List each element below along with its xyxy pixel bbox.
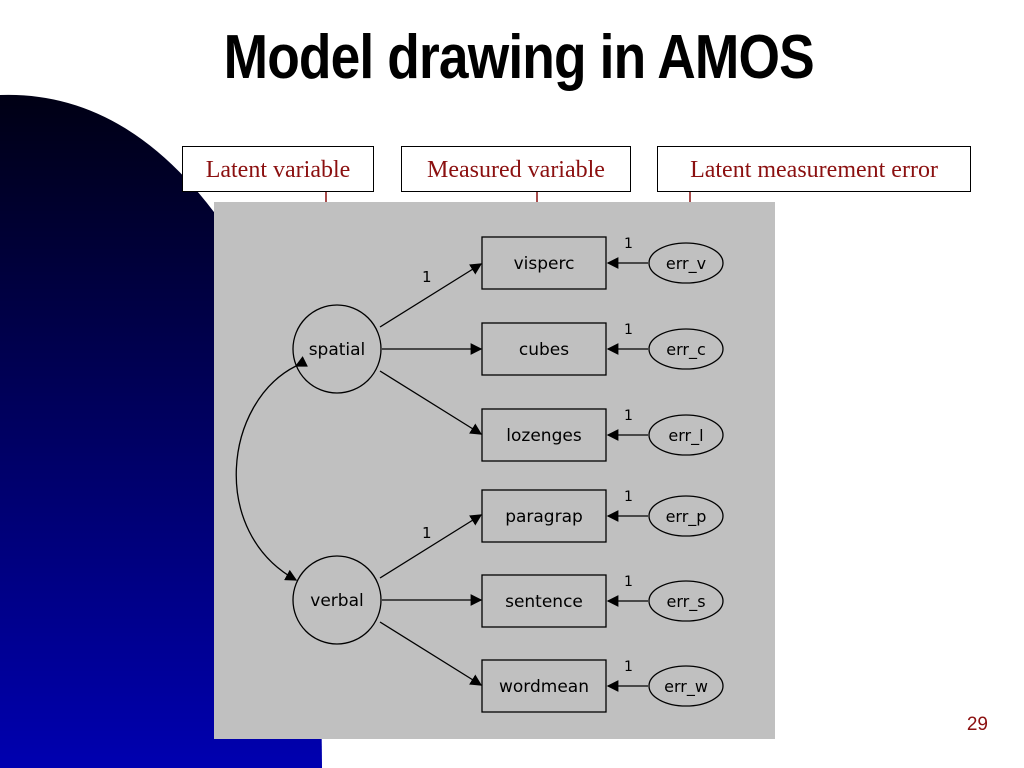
loading-label-verbal: 1: [422, 524, 432, 542]
amos-diagram-panel: spatial verbal 1 1 visperc cubes lozenge…: [214, 202, 775, 739]
indicator-sentence: sentence: [481, 574, 607, 628]
loading-label-spatial: 1: [422, 268, 432, 286]
loading-verbal-wordmean: [379, 621, 483, 686]
error-label-err-v: err_v: [666, 254, 706, 274]
error-err-v: err_v: [648, 242, 724, 284]
page-number: 29: [966, 714, 988, 735]
latent-error-callout: Latent measurement error: [657, 146, 971, 192]
error-label-err-p: err_p: [666, 507, 707, 527]
latent-factor-spatial: spatial: [292, 304, 382, 394]
indicator-cubes: cubes: [481, 322, 607, 376]
indicator-label-cubes: cubes: [519, 340, 569, 360]
slide-title: Model drawing in AMOS: [223, 23, 815, 92]
error-err-p: err_p: [648, 495, 724, 537]
indicator-paragrap: paragrap: [481, 489, 607, 543]
indicator-lozenges: lozenges: [481, 408, 607, 462]
loading-verbal-paragrap: [379, 514, 483, 579]
factor-label-verbal: verbal: [310, 591, 363, 611]
error-err-c: err_c: [648, 328, 724, 370]
latent-factor-verbal: verbal: [292, 555, 382, 645]
latent-variable-callout: Latent variable: [182, 146, 374, 192]
indicator-label-visperc: visperc: [514, 254, 575, 274]
indicator-label-lozenges: lozenges: [506, 426, 582, 446]
indicator-label-wordmean: wordmean: [499, 677, 589, 697]
error-weight-visperc: 1: [624, 236, 633, 252]
error-weight-lozenges: 1: [624, 408, 633, 424]
factor-label-spatial: spatial: [309, 340, 366, 360]
indicator-label-sentence: sentence: [505, 592, 583, 612]
measured-variable-callout: Measured variable: [401, 146, 631, 192]
error-weight-wordmean: 1: [624, 659, 633, 675]
indicator-visperc: visperc: [481, 236, 607, 290]
path-diagram: spatial verbal 1 1 visperc cubes lozenge…: [235, 236, 724, 713]
indicator-wordmean: wordmean: [481, 659, 607, 713]
loading-spatial-visperc: [379, 263, 483, 328]
error-weight-cubes: 1: [624, 322, 633, 338]
error-err-l: err_l: [648, 414, 724, 456]
error-label-err-s: err_s: [666, 592, 705, 612]
error-weight-sentence: 1: [624, 574, 633, 590]
error-label-err-w: err_w: [664, 677, 708, 697]
error-err-s: err_s: [648, 580, 724, 622]
error-weight-paragrap: 1: [624, 489, 633, 505]
factor-covariance-arc: [235, 356, 308, 581]
error-label-err-c: err_c: [666, 340, 706, 360]
loading-spatial-lozenges: [379, 370, 483, 435]
error-label-err-l: err_l: [668, 426, 703, 446]
indicator-label-paragrap: paragrap: [505, 507, 583, 527]
error-err-w: err_w: [648, 665, 724, 707]
